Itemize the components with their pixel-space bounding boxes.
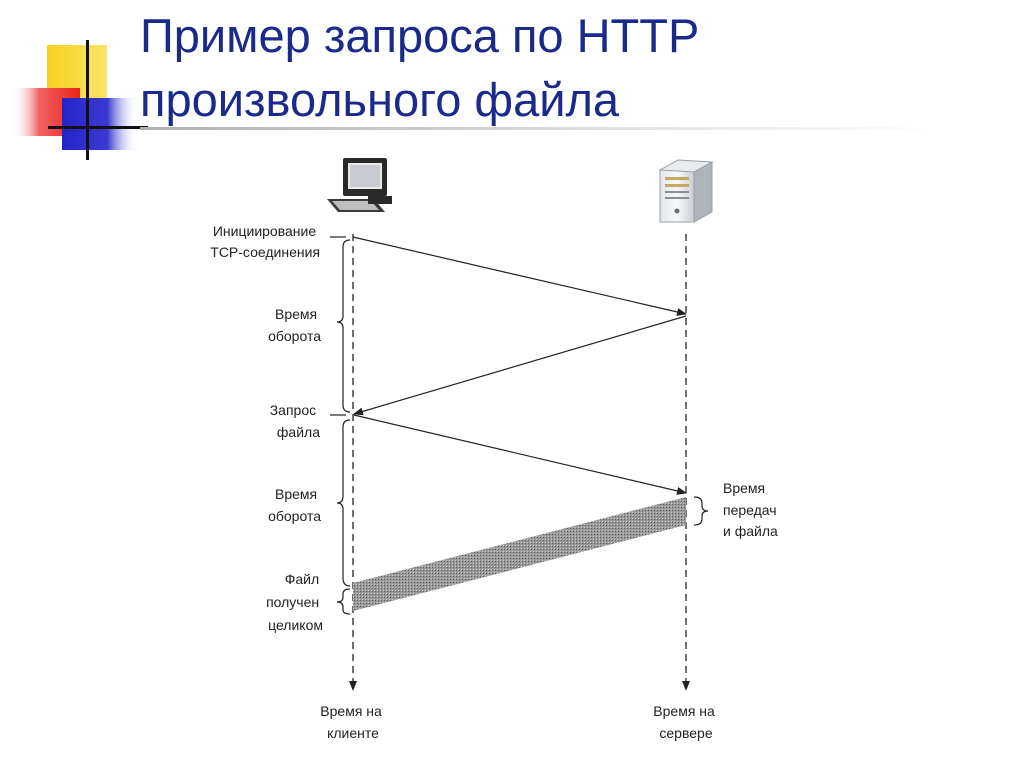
file-transfer-band	[353, 497, 686, 611]
deco-blue-square	[62, 98, 138, 150]
desktop-computer-icon	[327, 158, 392, 212]
label-tcp-init: Инициирование TCP-соединения	[210, 223, 320, 260]
brace-file-received	[336, 588, 351, 615]
server-tower-icon	[658, 159, 714, 223]
page-title-line-2: произвольного файла	[140, 73, 620, 126]
corner-decoration	[12, 40, 148, 160]
brace-transfer-time	[693, 496, 709, 526]
brace-rtt-2	[336, 419, 351, 587]
label-transfer-time: Время передач и файла	[723, 480, 780, 539]
page-title-line-1: Пример запроса по HTTP	[140, 9, 700, 62]
page-title: Пример запроса по HTTP произвольного фай…	[140, 4, 699, 132]
deco-horizontal-line	[48, 126, 148, 129]
label-file-received: Файл получен целиком	[266, 571, 323, 633]
brace-rtt-1	[336, 239, 351, 413]
label-rtt-2: Время оборота	[268, 486, 321, 524]
label-client-time: Время на клиенте	[320, 703, 385, 741]
title-underline	[140, 127, 940, 130]
arrow-syn-ack	[353, 315, 687, 416]
arrow-syn	[352, 236, 687, 316]
label-server-time: Время на сервере	[653, 703, 718, 741]
arrow-request	[353, 414, 687, 495]
label-file-request: Запрос файла	[270, 402, 320, 440]
deco-vertical-line	[86, 40, 89, 160]
label-rtt-1: Время оборота	[268, 306, 321, 344]
